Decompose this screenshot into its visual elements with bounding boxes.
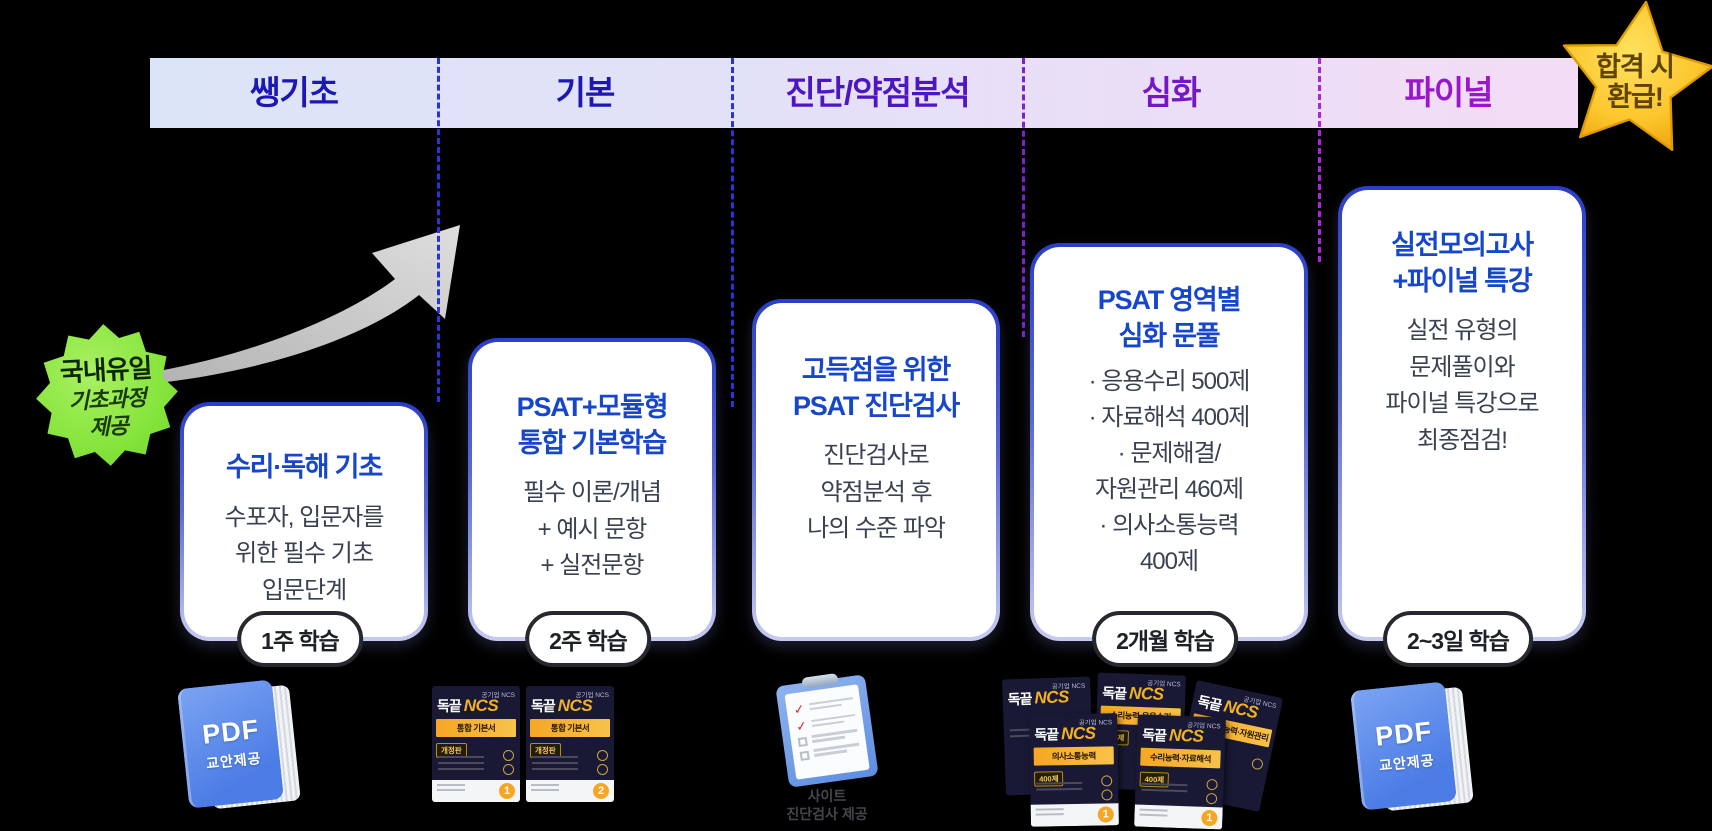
cover-footer: 1 [1030,803,1119,827]
ncs-series: NCS [1060,723,1096,744]
award-seal-icon [1250,757,1264,771]
ncs-brand: 독끝 [1034,726,1059,743]
card-title: 고득점을 위한 PSAT 진단검사 [792,355,960,421]
volume-number: 1 [1097,806,1114,823]
award-seal-icon [1205,778,1218,805]
award-seal-icon [503,750,514,775]
refund-star-text: 합격 시 환급! [1595,52,1675,113]
divider-line-4 [1318,58,1321,262]
ncs-brand: 독끝 [1196,692,1223,714]
ncs-series: NCS [1034,687,1070,708]
card-body: · 응용수리 500제 · 자료해석 400제 · 문제해결/ 자원관리 460… [1088,368,1251,576]
stage-card-final: 실전모의고사 +파이널 특강 실전 유형의 문제풀이와 파이널 특강으로 최종점… [1338,186,1586,641]
ncs-book-icon: 공기업 NCS 독끝 NCS 수리능력·자료해석 400제 1 [1134,714,1226,830]
book-cover: PDF 교안제공 [176,679,285,809]
duration-badge: 2~3일 학습 [1383,611,1533,667]
cover-footer: 1 [1134,804,1223,830]
ncs-banner: 통합 기본서 [436,719,516,737]
divider-line-2 [731,58,734,407]
star-icon [1562,0,1712,152]
stage-card-advanced: PSAT 영역별 심화 문풀 · 응용수리 500제 · 자료해석 400제 ·… [1030,243,1308,641]
stage-label-final: 파이널 [1404,74,1493,111]
ncs-series: NCS [1168,725,1204,746]
duration-badge: 2개월 학습 [1092,611,1238,667]
ncs-brand: 독끝 [1142,726,1167,744]
ncs-sub-label: 공기업 NCS [481,692,515,699]
ncs-brand: 독끝 [1007,690,1032,708]
refund-star-badge: 합격 시 환급! [1556,0,1712,162]
phase-header-bar [150,58,1578,128]
card-body: 수포자, 입문자를 위한 필수 기초 입문단계 [224,503,385,604]
card-title: 실전모의고사 +파이널 특강 [1391,230,1534,296]
pdf-book-icon: PDF 교안제공 [176,679,303,812]
check-icon: ✓ [795,717,808,735]
volume-number: 1 [499,783,515,799]
card-title: PSAT 영역별 심화 문풀 [1097,285,1242,351]
check-icon: ✓ [792,700,806,718]
ncs-book-icon: 공기업 NCS 독끝 NCS 의사소통능력 400제 1 [1029,713,1119,827]
ncs-series: NCS [557,696,593,715]
pdf-book-icon: PDF 교안제공 [1349,681,1476,814]
card-body: 필수 이론/개념 + 예시 문항 + 실전문항 [523,479,662,580]
cover-text-lines [532,756,578,774]
pdf-sublabel: 교안제공 [205,749,263,772]
cover-footer: 1 [432,780,520,802]
stage-label-advanced: 심화 [1141,74,1202,111]
duration-badge: 2주 학습 [525,611,651,667]
ncs-brand: 독끝 [1102,684,1127,702]
divider-line-3 [1022,58,1025,337]
card-title: PSAT+모듈형 통합 기본학습 [516,392,669,458]
cover-text-lines [438,756,484,774]
stage-label-diagnosis: 진단/약점분석 [785,74,970,111]
checkbox-icon [797,736,808,747]
clipboard-caption: 사이트 진단검사 제공 [786,788,868,822]
volume-number: 2 [593,783,609,799]
clipboard-paper: ✓ ✓ [784,684,870,780]
ncs-brand: 독끝 [531,698,556,714]
pdf-label: PDF [1373,716,1434,752]
checkbox-icon [799,750,810,761]
card-body: 진단검사로 약점분석 후 나의 수준 파악 [807,442,946,543]
ncs-series: NCS [1128,683,1164,704]
pdf-sublabel: 교안제공 [1378,751,1436,774]
duration-badge: 1주 학습 [237,611,363,667]
unique-badge-title: 국내유일 [59,352,153,388]
stage-card-basic: PSAT+모듈형 통합 기본학습 필수 이론/개념 + 예시 문항 + 실전문항 [468,338,716,641]
ncs-sub-label: 공기업 NCS [575,692,609,699]
clipboard-icon: ✓ ✓ [775,673,879,788]
ncs-book-icon: 공기업 NCS 독끝 NCS 통합 기본서 개정판 1 [432,686,520,802]
stage-card-basic-zero: 수리·독해 기초 수포자, 입문자를 위한 필수 기초 입문단계 [180,402,428,641]
growth-arrow-icon [158,225,460,383]
award-seal-icon [597,750,608,775]
award-seal-icon [1101,775,1113,801]
ncs-banner: 의사소통능력 [1033,746,1114,766]
book-cover: PDF 교안제공 [1349,681,1458,811]
clipboard-clip [801,673,839,689]
pdf-label: PDF [200,714,261,750]
card-title: 수리·독해 기초 [226,452,383,482]
ncs-brand: 독끝 [437,698,462,714]
cover-text-lines [1036,781,1083,795]
cover-footer: 2 [526,780,614,802]
divider-line-1 [437,58,440,402]
ncs-banner: 통합 기본서 [530,719,610,737]
cover-text-lines [1141,782,1188,797]
volume-number: 1 [1201,809,1218,827]
unique-badge-subtitle: 기초과정 제공 [68,385,147,440]
stage-label-basic: 기본 [555,74,616,111]
stage-label-basic-zero: 쌩기초 [249,74,339,111]
card-body: 실전 유형의 문제풀이와 파이널 특강으로 최종점검! [1385,317,1539,454]
ncs-book-icon: 공기업 NCS 독끝 NCS 통합 기본서 개정판 2 [526,686,614,802]
ncs-series: NCS [463,696,499,715]
stage-card-diagnosis: 고득점을 위한 PSAT 진단검사 진단검사로 약점분석 후 나의 수준 파악 [752,299,1000,641]
